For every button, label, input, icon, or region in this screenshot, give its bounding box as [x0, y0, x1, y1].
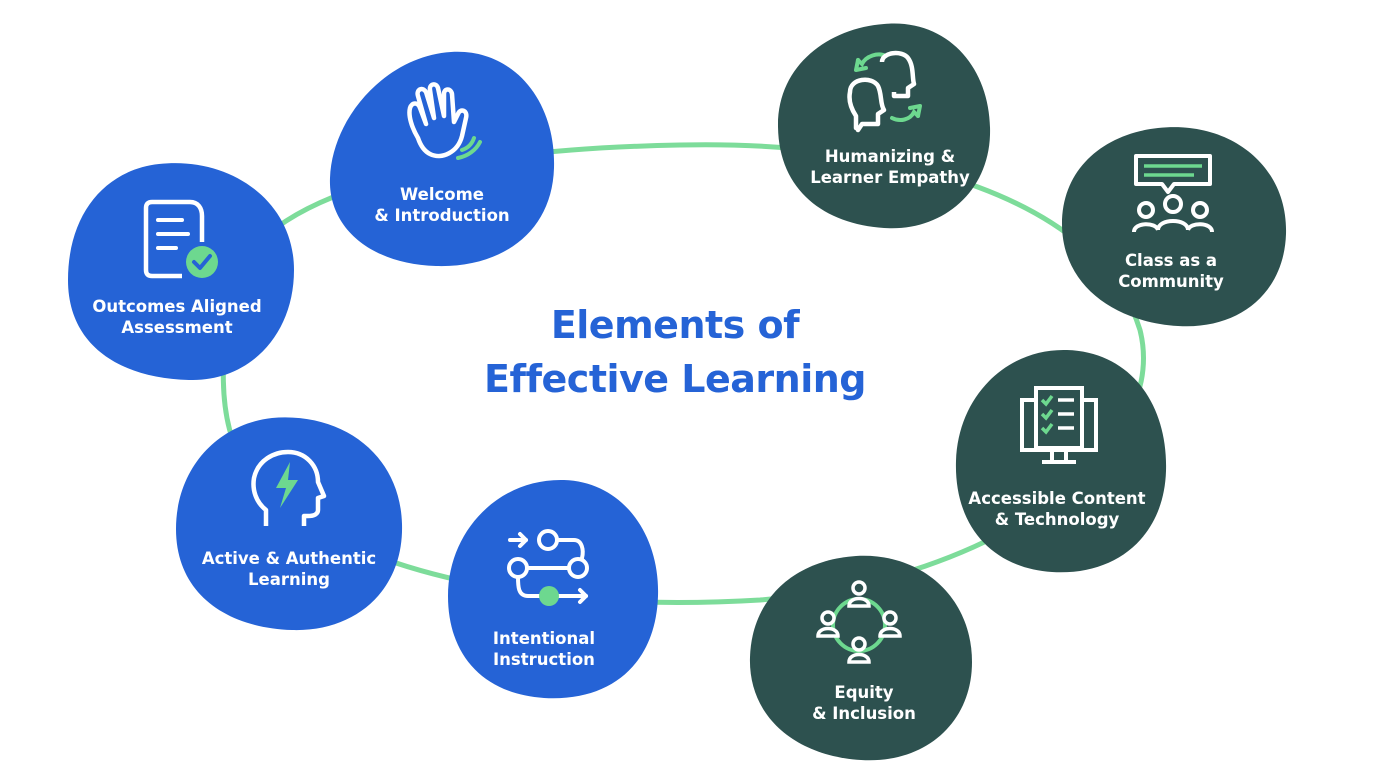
diagram-title: Elements of Effective Learning [440, 298, 910, 406]
document-check-icon [143, 199, 218, 279]
node-equity-line-1: Equity [834, 683, 894, 702]
head-lightning-icon [251, 449, 327, 526]
process-flow-icon [507, 529, 589, 606]
node-community: Class as a Community [1058, 124, 1290, 330]
node-welcome-line-2: & Introduction [374, 206, 510, 225]
title-line-2: Effective Learning [484, 357, 866, 401]
node-accessible-label: Accessible Content & Technology [952, 488, 1162, 530]
node-humanizing-blob [778, 23, 991, 229]
node-outcomes-line-2: Assessment [121, 318, 233, 337]
node-equity-label: Equity & Inclusion [746, 682, 982, 724]
node-intentional-line-2: Instruction [493, 650, 595, 669]
node-welcome-label: Welcome & Introduction [326, 184, 558, 226]
people-circle-icon [816, 580, 902, 664]
node-accessible-line-2: & Technology [994, 510, 1120, 529]
title-line-1: Elements of [550, 303, 800, 347]
node-welcome-line-1: Welcome [400, 185, 484, 204]
node-accessible: Accessible Content & Technology [952, 346, 1170, 576]
node-outcomes-blob [68, 163, 294, 381]
node-humanizing-line-2: Learner Empathy [810, 168, 970, 187]
node-active-line-1: Active & Authentic [201, 549, 377, 568]
node-intentional: Intentional Instruction [444, 476, 662, 702]
waving-hand-icon [407, 82, 482, 160]
node-community-line-1: Class as a [1124, 251, 1218, 270]
node-outcomes-label: Outcomes Aligned Assessment [64, 296, 290, 338]
node-humanizing-line-1: Humanizing & [824, 147, 956, 166]
node-humanizing: Humanizing & Learner Empathy [774, 20, 996, 232]
node-welcome: Welcome & Introduction [326, 48, 558, 270]
community-chat-icon [1132, 154, 1214, 233]
node-outcomes-line-1: Outcomes Aligned [92, 297, 262, 316]
node-welcome-blob [329, 51, 555, 267]
node-active-blob [176, 417, 403, 631]
node-community-line-2: Community [1118, 272, 1224, 291]
empathy-heads-icon [847, 50, 922, 133]
node-equity: Equity & Inclusion [746, 552, 978, 764]
node-active-line-2: Learning [248, 570, 330, 589]
node-community-label: Class as a Community [1058, 250, 1284, 292]
node-outcomes: Outcomes Aligned Assessment [64, 160, 298, 384]
node-intentional-label: Intentional Instruction [444, 628, 644, 670]
node-community-blob [1062, 127, 1287, 327]
node-accessible-line-1: Accessible Content [968, 489, 1146, 508]
node-active-label: Active & Authentic Learning [172, 548, 406, 590]
node-equity-line-2: & Inclusion [812, 704, 916, 723]
monitor-checklist-icon [1020, 386, 1098, 464]
node-intentional-line-1: Intentional [492, 629, 596, 648]
node-humanizing-label: Humanizing & Learner Empathy [774, 146, 1006, 188]
node-active: Active & Authentic Learning [172, 414, 406, 634]
